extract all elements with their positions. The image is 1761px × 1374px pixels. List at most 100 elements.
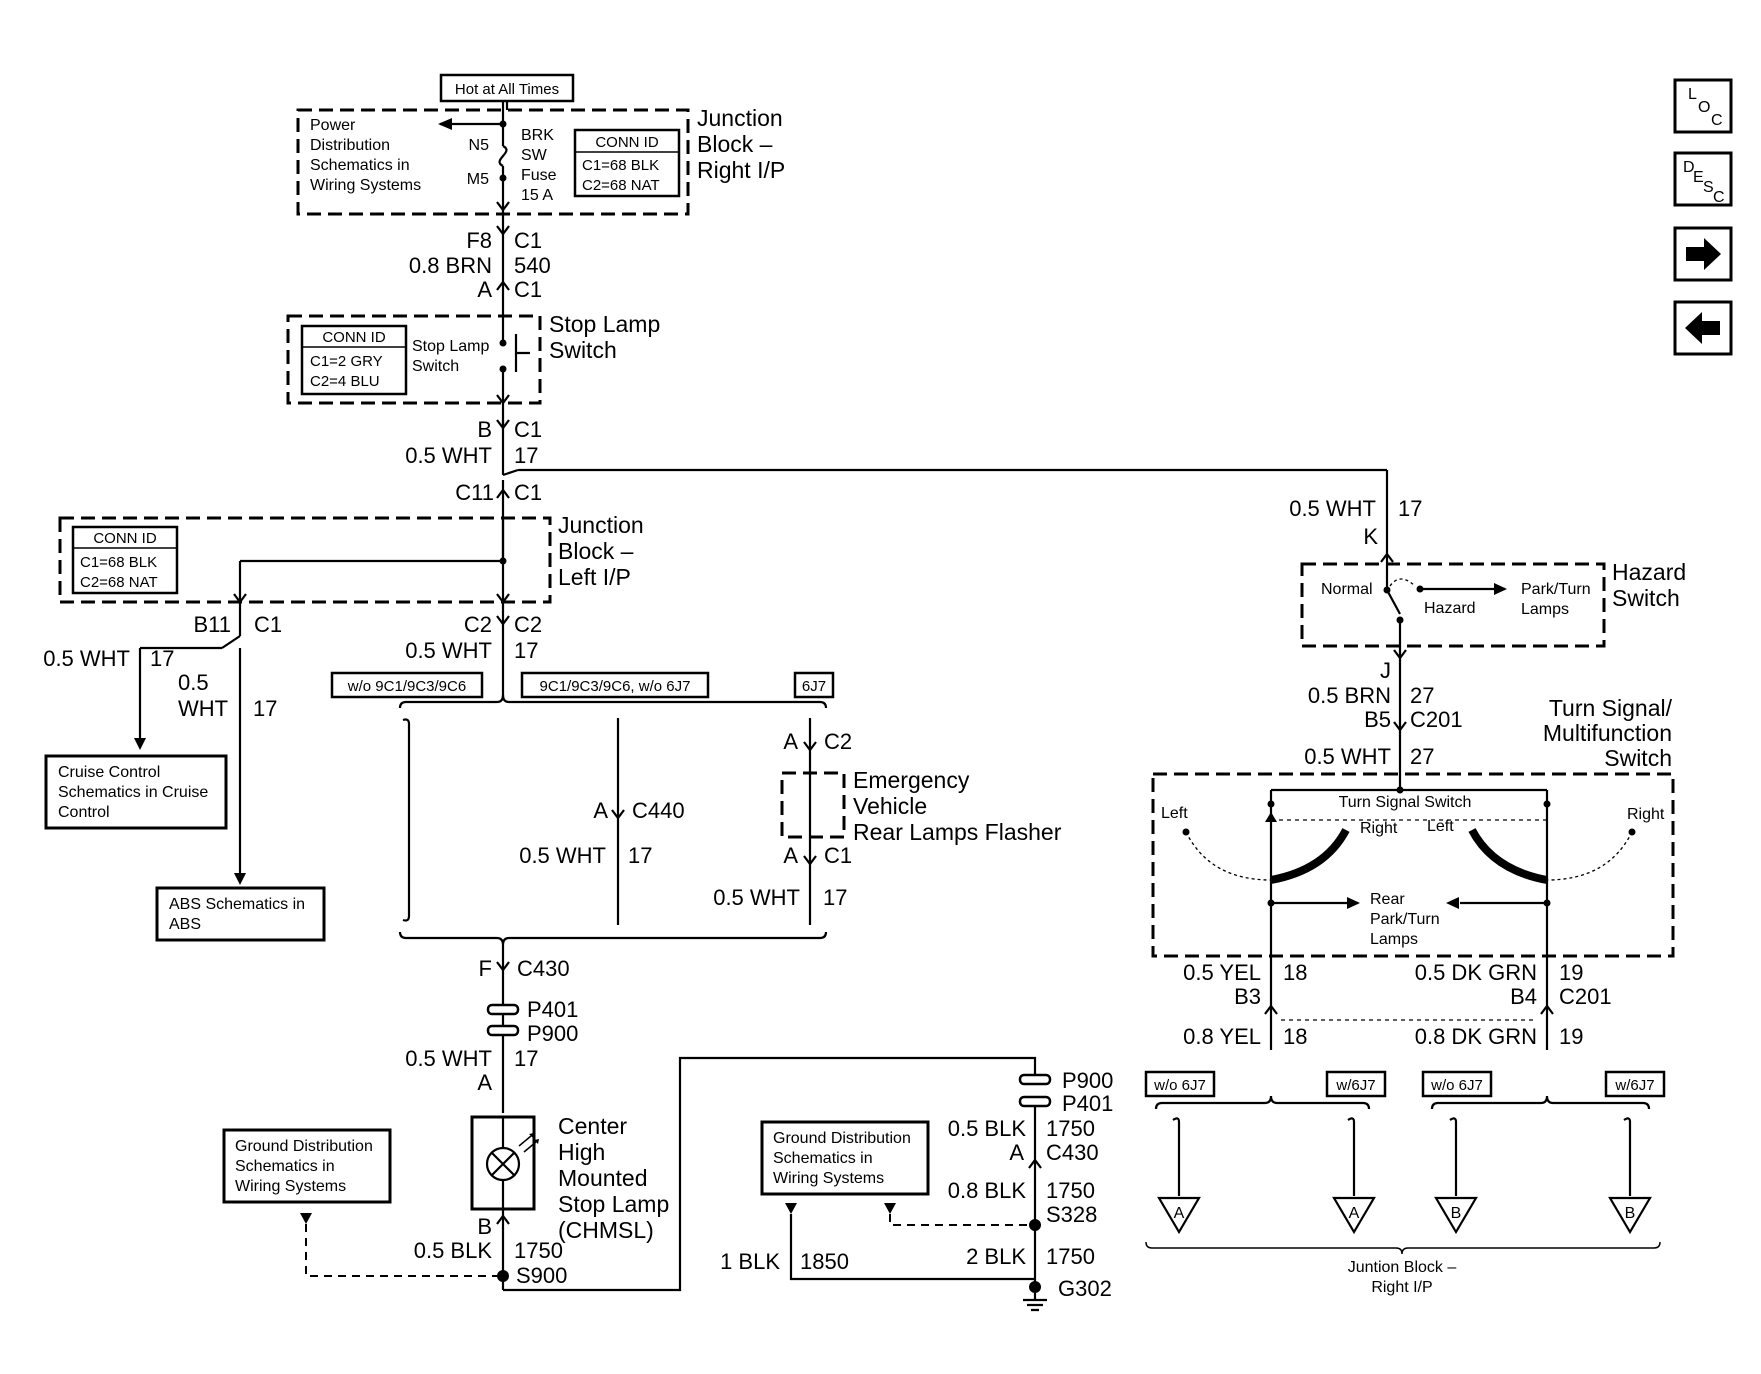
desc-button[interactable]: D E S C <box>1673 151 1733 207</box>
desc-icon-d: D <box>1683 159 1695 176</box>
gauge-0-8-brn: 0.8 BRN <box>409 253 492 278</box>
ground-right-1: Ground Distribution <box>773 1130 911 1147</box>
tri-b-1: B <box>1451 1205 1462 1222</box>
conn-c440: C440 <box>632 798 685 823</box>
conn-c1-b: C1 <box>514 417 542 442</box>
switch-contact-icon <box>514 334 530 372</box>
circuit-540: 540 <box>514 253 551 278</box>
pin-f: F <box>479 956 492 981</box>
pin-b4: B4 <box>1510 984 1537 1009</box>
turn-title-2: Multifunction <box>1543 720 1672 746</box>
option-box-2 <box>520 671 710 699</box>
circuit-yel-2: 18 <box>1283 1024 1307 1049</box>
opt-w-6j7-2-label: w/6J7 <box>1614 1077 1654 1094</box>
pin-c11: C11 <box>455 480 494 505</box>
prev-button[interactable] <box>1673 300 1733 356</box>
ground-g302-section: P900 P401 0.5 BLK 1750 A C430 0.8 BLK 17… <box>720 1068 1113 1312</box>
arrow-right-icon <box>1494 583 1507 595</box>
gauge-27: 0.5 WHT <box>1304 744 1391 769</box>
conn-c1-stop: C1 <box>514 277 542 302</box>
circuit-gr-3: 1850 <box>800 1249 849 1274</box>
fuse-icon <box>498 145 508 167</box>
arrow-left-icon <box>1685 312 1720 344</box>
hazard-park-1: Park/Turn <box>1521 581 1591 598</box>
conn-id-c2-stop: C2=4 BLU <box>310 373 380 390</box>
tri-a-1: A <box>1174 1205 1185 1222</box>
gauge-yel: 0.5 YEL <box>1183 960 1261 985</box>
g302-label: G302 <box>1058 1276 1112 1301</box>
gauge-grn: 0.5 DK GRN <box>1415 960 1537 985</box>
hazard-switch: 0.5 WHT 17 K Hazard Switch Normal Hazard… <box>1289 496 1686 790</box>
turn-right-b: Right <box>1627 806 1665 823</box>
circuit-gr-4: 1750 <box>1046 1244 1095 1269</box>
pin-b-chmsl: B <box>477 1214 492 1239</box>
desc-icon-c: C <box>1713 189 1725 206</box>
stop-lamp-inner-1: Stop Lamp <box>412 338 489 355</box>
splice-s900 <box>497 1270 509 1282</box>
junction-block-left-ip: Junction Block – Left I/P CONN ID C1=68 … <box>58 512 644 608</box>
option-box-1 <box>330 671 484 699</box>
hazard-position: Hazard <box>1424 600 1476 617</box>
loc-button[interactable]: L O C <box>1673 78 1733 134</box>
option-label-2: 9C1/9C3/9C6, w/o 6J7 <box>540 678 691 695</box>
circuit-center: 17 <box>514 638 538 663</box>
connector-b-triangle-2 <box>1608 1196 1652 1235</box>
option-label-3: 6J7 <box>802 678 826 695</box>
rear-lamps-3: Lamps <box>1370 931 1418 948</box>
center-branch: C2 C2 0.5 WHT 17 w/o 9C1/9C3/9C6 9C1/9C3… <box>330 608 1062 946</box>
conn-id-box-right <box>573 128 681 198</box>
pin-b11: B11 <box>193 612 231 637</box>
gauge-center: 0.5 WHT <box>405 638 492 663</box>
junction-right-title-1: Junction <box>697 105 783 131</box>
junction-right-boundary <box>296 108 690 216</box>
pin-b3: B3 <box>1234 984 1261 1009</box>
wire-540: F8 C1 0.8 BRN 540 A C1 <box>409 214 551 302</box>
conn-id-c2-right: C2=68 NAT <box>582 177 660 194</box>
desc-icon-s: S <box>1703 179 1714 196</box>
rear-lamps-2: Park/Turn <box>1370 911 1440 928</box>
conn-id-title-left: CONN ID <box>93 530 157 547</box>
stop-lamp-switch: Stop Lamp Switch CONN ID C1=2 GRY C2=4 B… <box>286 300 660 428</box>
stop-lamp-switch-boundary <box>286 314 542 405</box>
junction-right-title-2: Block – <box>697 131 773 157</box>
opt-wo-6j7-1-label: w/o 6J7 <box>1153 1077 1206 1094</box>
arrow-left-icon <box>1446 897 1459 909</box>
s900-label: S900 <box>516 1263 567 1288</box>
turn-title-1: Turn Signal/ <box>1549 695 1673 721</box>
option-box-3 <box>793 671 835 699</box>
conn-c2-right: C2 <box>514 612 542 637</box>
power-dist-line3: Schematics in <box>310 157 410 174</box>
abs-box <box>155 886 326 942</box>
flasher-line-2: Vehicle <box>853 793 927 819</box>
power-dist-line4: Wiring Systems <box>310 177 421 194</box>
power-dist-line1: Power <box>310 117 356 134</box>
arrow-down-icon <box>134 738 146 750</box>
power-dist-line2: Distribution <box>310 137 390 154</box>
chmsl-section: F C430 P401 P900 0.5 WHT 17 A Center Hig… <box>222 945 1037 1292</box>
next-button[interactable] <box>1673 226 1733 282</box>
chmsl-title-2: High <box>558 1139 605 1165</box>
hazard-normal: Normal <box>1321 581 1373 598</box>
ground-right-3: Wiring Systems <box>773 1170 884 1187</box>
flasher-boundary <box>780 771 846 839</box>
circuit-chmsl-b: 1750 <box>514 1238 563 1263</box>
conn-c1-top: C1 <box>514 228 542 253</box>
conn-id-title-stop: CONN ID <box>322 329 386 346</box>
junction-bottom-2: Right I/P <box>1371 1279 1432 1296</box>
gauge-chmsl-b: 0.5 BLK <box>414 1238 493 1263</box>
pin-a-c1-flasher: A <box>783 843 798 868</box>
pin-a-c2: A <box>783 729 798 754</box>
gauge-flasher: 0.5 WHT <box>713 885 800 910</box>
s328-label: S328 <box>1046 1202 1097 1227</box>
gauge-grn-2: 0.8 DK GRN <box>1415 1024 1537 1049</box>
tri-a-2: A <box>1349 1205 1360 1222</box>
circuit-gr-1: 1750 <box>1046 1116 1095 1141</box>
fuse-label-2: SW <box>521 147 548 164</box>
conn-c430-gr: C430 <box>1046 1140 1099 1165</box>
conn-c430: C430 <box>517 956 570 981</box>
arrow-left-icon <box>438 118 452 130</box>
hazard-boundary <box>1300 562 1606 648</box>
gauge-0-5-wht-a: 0.5 WHT <box>405 443 492 468</box>
hot-at-all-times-label: Hot at All Times <box>455 81 559 98</box>
conn-id-box-stop <box>300 324 408 396</box>
